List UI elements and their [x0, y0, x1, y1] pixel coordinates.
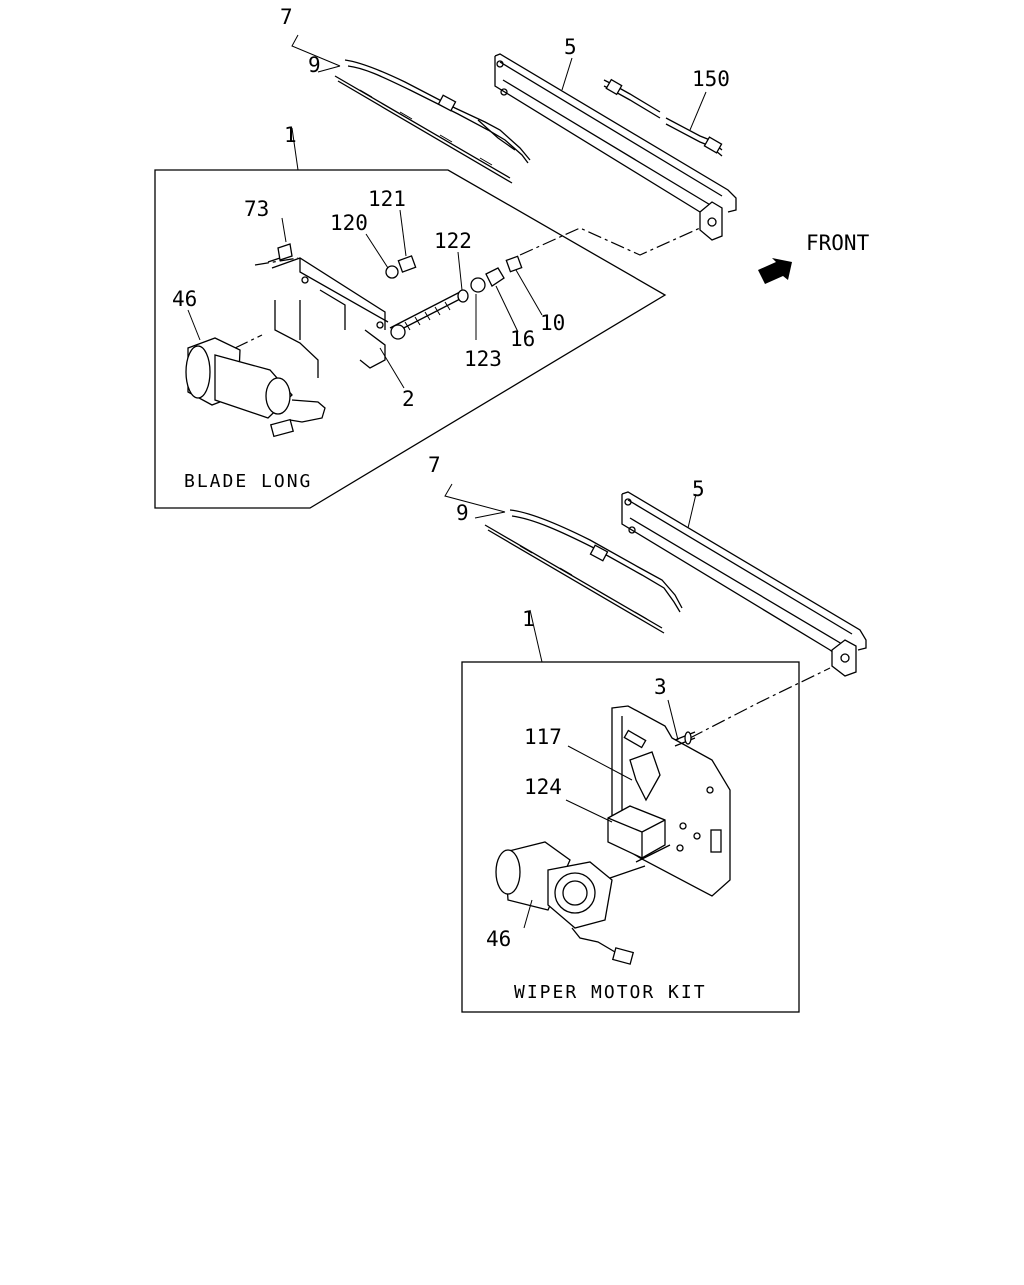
callout-motor-wiper-kit: 46 [486, 927, 511, 951]
blade-long-kit-frame [154, 127, 701, 509]
callout-bushing: 16 [510, 327, 535, 351]
callout-nut-b: 10 [540, 311, 565, 335]
callout-lower-arm-blade: 7 [428, 453, 441, 477]
callout-link: 2 [402, 387, 415, 411]
lower-wiper-arm [621, 491, 867, 677]
callout-lower-arm: 5 [692, 477, 705, 501]
callout-nut: 121 [368, 187, 406, 211]
blade-long-small-parts [187, 209, 543, 389]
blade-long-motor [185, 334, 326, 438]
callout-shaft: 3 [654, 675, 667, 699]
front-direction-label: FRONT [806, 231, 870, 255]
wiper-motor-kit-motor [495, 841, 646, 965]
kit-caption-wiper-motor: WIPER MOTOR KIT [514, 982, 707, 1003]
callout-upper-arm-blade: 7 [280, 5, 293, 29]
callout-motor-blade-long: 46 [172, 287, 197, 311]
callout-bolt: 73 [244, 197, 269, 221]
kit-caption-blade-long: BLADE LONG [184, 471, 312, 492]
callout-kit-blade-long: 1 [284, 123, 297, 147]
callout-lower-blade: 9 [456, 501, 469, 525]
callout-upper-blade: 9 [308, 53, 321, 77]
callout-kit-wiper-motor: 1 [522, 607, 535, 631]
callout-upper-arm: 5 [564, 35, 577, 59]
wiper-motor-kit-relay [565, 799, 671, 863]
callout-washer: 120 [330, 211, 368, 235]
callout-relay: 124 [524, 775, 562, 799]
callout-washer-b: 123 [464, 347, 502, 371]
front-arrow-icon [758, 258, 792, 284]
upper-rod [603, 78, 723, 157]
callout-upper-rod: 150 [692, 67, 730, 91]
upper-wiper-arm-blade [291, 34, 531, 184]
wiper-motor-kit-frame [461, 609, 831, 1013]
blade-long-bracket [254, 257, 389, 378]
callout-washer-small: 122 [434, 229, 472, 253]
upper-wiper-arm [494, 53, 737, 241]
callout-bracket: 117 [524, 725, 562, 749]
lower-wiper-arm-blade [444, 483, 683, 634]
